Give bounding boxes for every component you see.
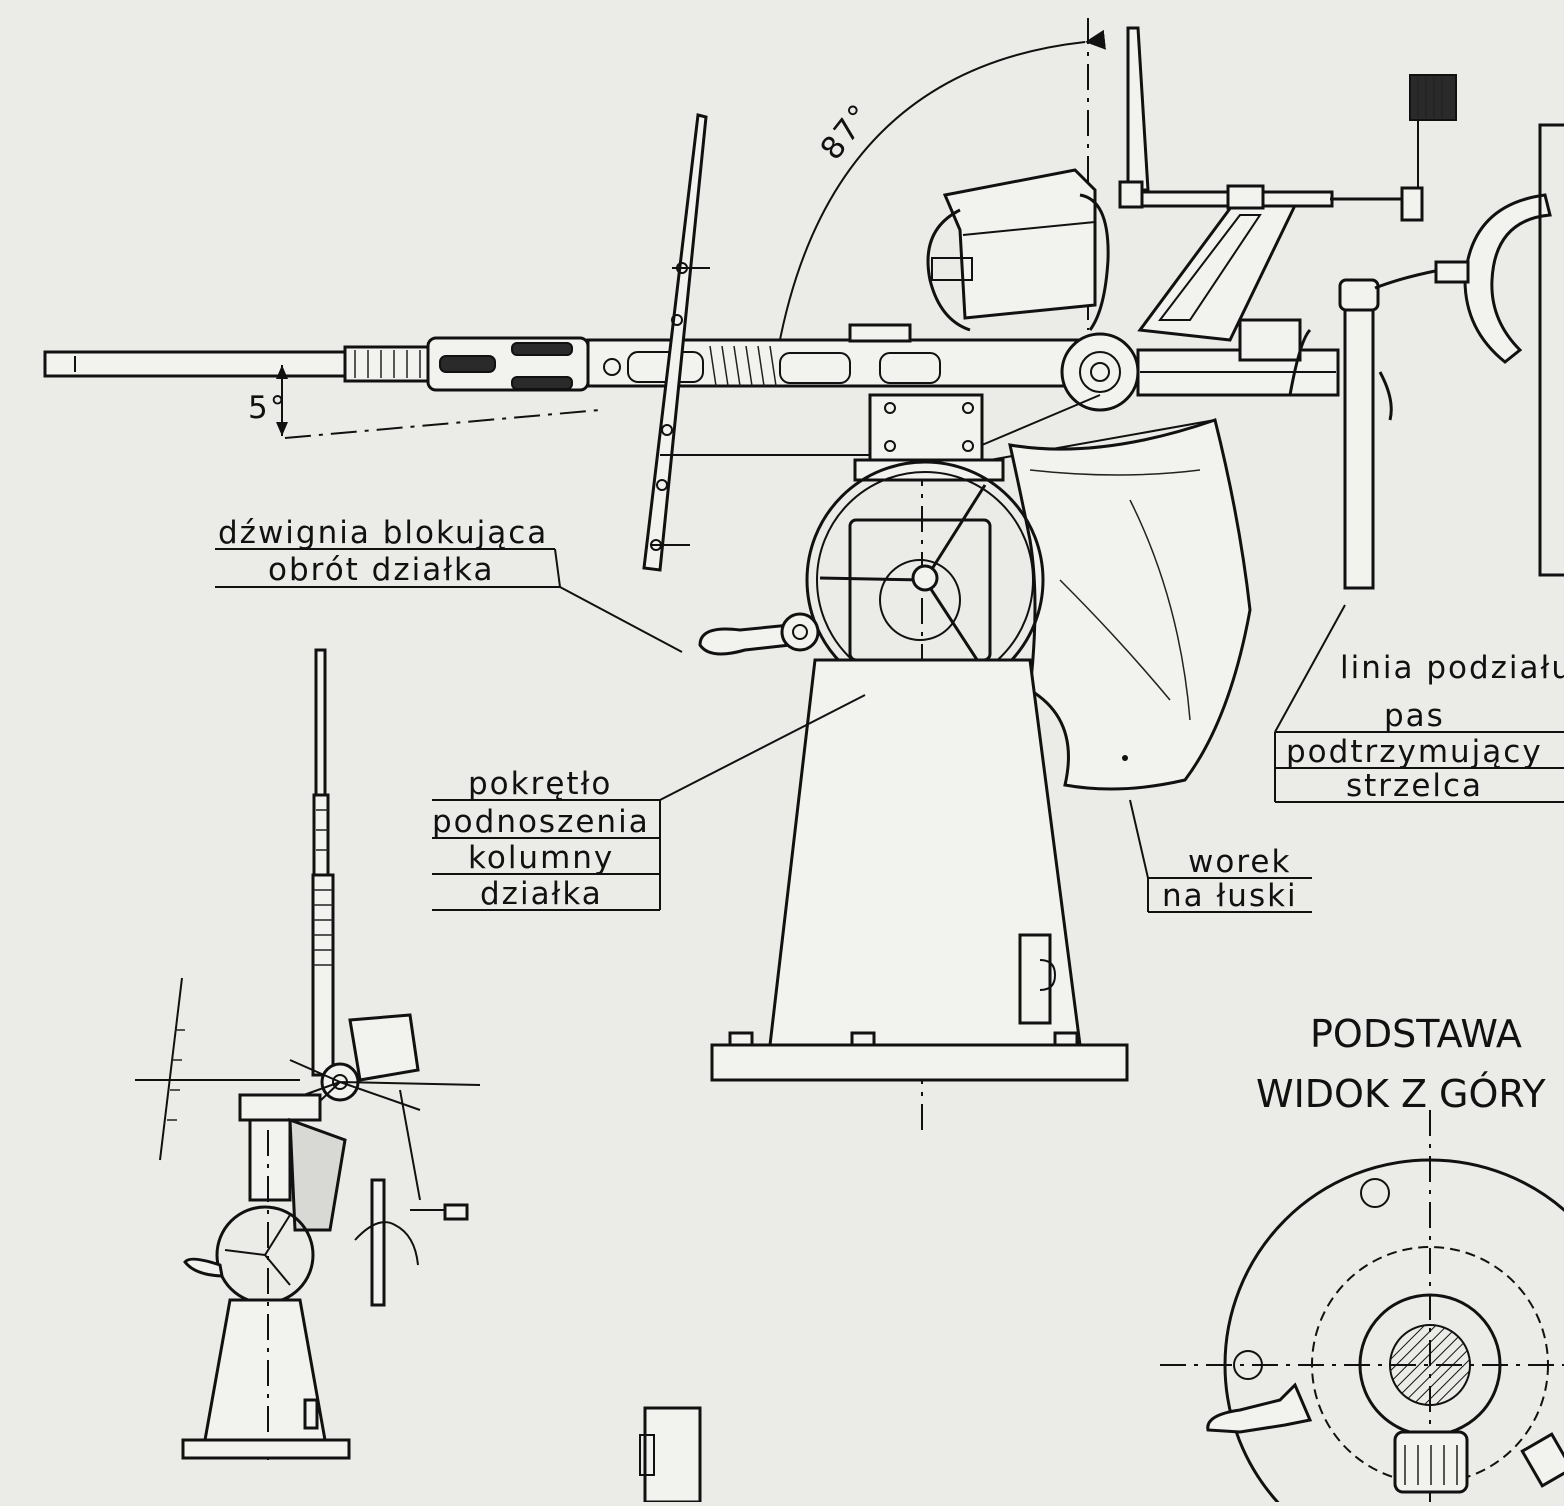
knob-label-line3: kolumny [468, 840, 614, 876]
parting-line-label: linia podziału [1340, 650, 1564, 686]
base-title-line1: PODSTAWA [1310, 1012, 1522, 1056]
base-title-line2: WIDOK Z GÓRY [1256, 1072, 1546, 1116]
trunnion [1060, 332, 1140, 412]
knob-label-line4: działka [480, 876, 603, 912]
bag-label-line1: worek [1188, 844, 1291, 880]
main-side-view: 87° 5° [43, 18, 1564, 1130]
knob-label-line2: podnoszenia [432, 804, 650, 840]
angle-5-label: 5° [248, 390, 287, 426]
lever-label-line1: dźwignia blokująca [218, 515, 548, 551]
bag-label-line2: na łuski [1162, 878, 1298, 914]
bottom-fragment [639, 1406, 702, 1504]
lever-label-line2: obrót działka [268, 552, 494, 588]
belt-label-line1: pas [1384, 698, 1445, 734]
depression-line [284, 409, 601, 439]
shoulder-rest [1338, 123, 1564, 590]
elevation-arc [777, 29, 1106, 351]
angle-87-label: 87° [814, 97, 880, 167]
gun-shield [642, 113, 710, 572]
annotations: dźwignia blokująca obrót działka pokrętł… [215, 515, 1564, 1116]
shell-bag [1008, 418, 1252, 791]
belt-label-line3: strzelca [1346, 768, 1483, 804]
locking-lever [698, 612, 820, 656]
small-side-view [135, 648, 481, 1460]
knob-label-line1: pokrętło [468, 766, 612, 802]
pedestal-column [710, 658, 1129, 1082]
ammo-magazine [926, 168, 1110, 332]
gun-barrel [43, 323, 1080, 392]
gun-receiver [1118, 26, 1457, 397]
base-top-view [1160, 1110, 1564, 1506]
belt-label-line2: podtrzymujący [1286, 734, 1543, 770]
